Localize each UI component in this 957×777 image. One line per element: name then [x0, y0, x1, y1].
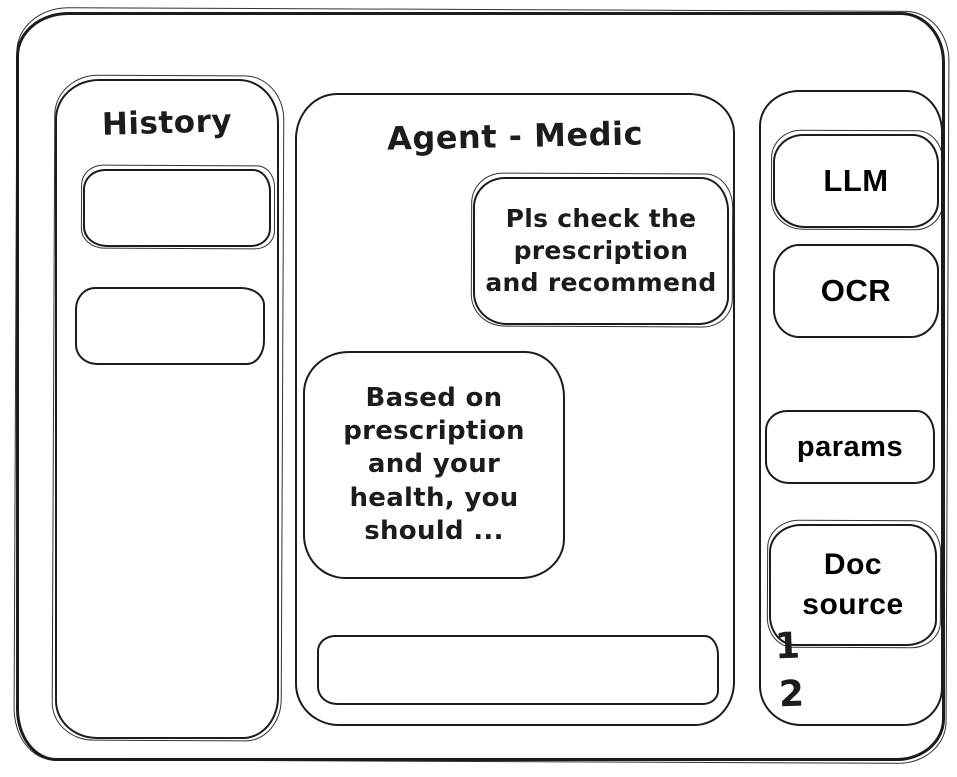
- doc-source-button[interactable]: Doc source: [769, 524, 937, 646]
- history-title: History: [101, 103, 233, 143]
- tools-sidebar: LLM OCR params Doc source 1 2: [759, 90, 943, 726]
- chat-input[interactable]: [317, 635, 719, 705]
- params-button[interactable]: params: [765, 410, 935, 484]
- window-frame: History Agent - Medic Pls check the pres…: [16, 12, 945, 761]
- doc-source-item-1[interactable]: 1: [774, 625, 801, 668]
- history-sidebar: History: [55, 79, 279, 739]
- chat-title: Agent - Medic: [386, 114, 644, 158]
- chat-panel: Agent - Medic Pls check the prescription…: [295, 93, 735, 726]
- user-message-bubble: Pls check the prescription and recommend: [473, 177, 729, 325]
- llm-button[interactable]: LLM: [773, 134, 939, 228]
- doc-source-item-2[interactable]: 2: [778, 673, 805, 716]
- history-item[interactable]: [75, 287, 265, 365]
- history-item[interactable]: [83, 169, 271, 247]
- ocr-button[interactable]: OCR: [773, 244, 939, 338]
- assistant-message-bubble: Based on prescription and your health, y…: [303, 351, 565, 579]
